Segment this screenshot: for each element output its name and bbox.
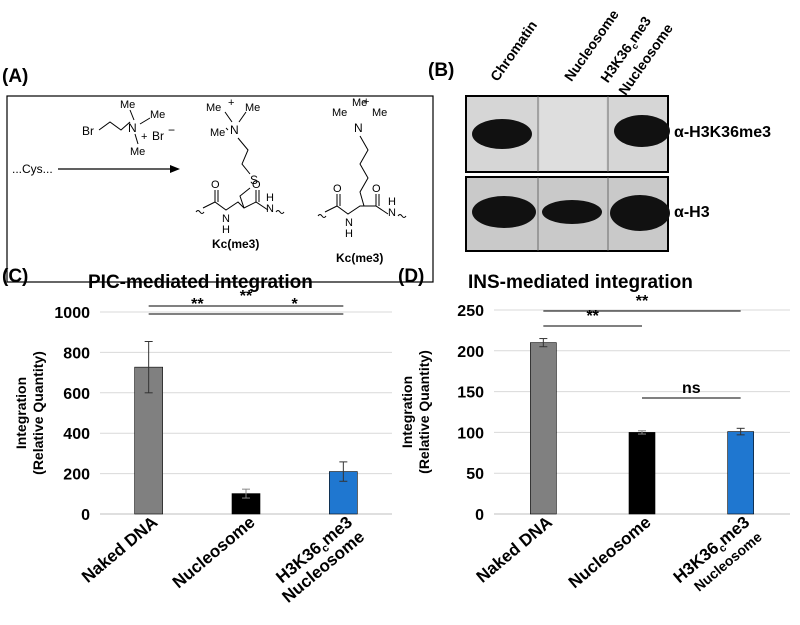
reagent-me-top: Me — [120, 99, 135, 111]
svg-text:+: + — [228, 97, 234, 109]
y-axis-label-line1: Integration — [13, 377, 29, 449]
product-2-structure: Me Me + Me N O O N H N H — [317, 96, 407, 240]
svg-text:Naked DNA: Naked DNA — [473, 513, 556, 587]
significance-label: ** — [191, 296, 204, 313]
y-tick-label: 800 — [63, 345, 90, 362]
antibody-label-h3k36me3: α-H3K36me3 — [674, 124, 771, 141]
svg-text:N: N — [230, 123, 239, 137]
y-tick-label: 250 — [457, 303, 484, 320]
significance-label: ** — [636, 293, 649, 310]
significance-label: ** — [240, 290, 253, 305]
band-chromatin-h3k36me3 — [472, 119, 532, 149]
svg-text:O: O — [372, 183, 381, 195]
band-h3k36cme3-h3 — [610, 195, 670, 231]
x-tick-label: Nucleosome — [169, 513, 259, 593]
bar — [530, 342, 557, 515]
significance-label: * — [292, 296, 299, 313]
panel-letter-d: (D) — [398, 266, 425, 287]
y-tick-label: 150 — [457, 385, 484, 402]
reagent-br-counter: Br — [152, 129, 164, 143]
reagent-br: Br — [82, 124, 94, 138]
svg-text:Me: Me — [372, 107, 387, 119]
x-tick-label: Nucleosome — [565, 513, 655, 593]
panel-letter-a: (A) — [2, 66, 29, 87]
band-chromatin-h3 — [472, 196, 536, 228]
svg-text:Me: Me — [210, 127, 225, 139]
svg-text:N: N — [388, 207, 396, 219]
svg-text:S: S — [250, 173, 258, 187]
reagent-minus: − — [168, 123, 175, 137]
svg-text:N: N — [354, 121, 363, 135]
svg-text:+: + — [363, 96, 369, 108]
significance-label: ** — [586, 308, 599, 325]
reagent-n: N — [128, 121, 137, 135]
y-tick-label: 200 — [63, 467, 90, 484]
svg-text:O: O — [252, 179, 261, 191]
product-1-label: Kc(me3) — [212, 237, 259, 251]
y-tick-label: 1000 — [54, 305, 90, 322]
antibody-label-h3: α-H3 — [674, 204, 710, 221]
cys-label: ...Cys... — [12, 162, 53, 176]
svg-text:N: N — [266, 203, 274, 215]
y-tick-label: 600 — [63, 386, 90, 403]
svg-text:O: O — [333, 183, 342, 195]
y-tick-label: 200 — [457, 344, 484, 361]
panel-letter-c: (C) — [2, 266, 29, 287]
svg-text:O: O — [211, 179, 220, 191]
svg-text:Nucleosome: Nucleosome — [169, 513, 259, 593]
y-tick-label: 50 — [466, 466, 484, 483]
y-axis-label-line1: Integration — [400, 376, 415, 448]
bar — [727, 431, 754, 515]
bar — [628, 432, 656, 515]
product-1-structure: Me Me + Me N S O O N H N H — [195, 97, 285, 236]
svg-text:N: N — [222, 213, 230, 225]
significance-label: ns — [682, 380, 701, 397]
x-tick-label: Naked DNA — [78, 513, 161, 587]
chart-c-title: PIC-mediated integration — [88, 272, 313, 293]
svg-text:N: N — [345, 217, 353, 229]
y-axis-label-line2: (Relative Quantity) — [30, 351, 46, 475]
band-nucleosome-h3 — [542, 200, 602, 224]
panel-letter-b: (B) — [428, 60, 455, 81]
y-axis-label-line2: (Relative Quantity) — [416, 350, 432, 474]
reaction-arrowhead — [170, 165, 180, 173]
x-tick-label: Naked DNA — [473, 513, 556, 587]
svg-text:Naked DNA: Naked DNA — [78, 513, 161, 587]
y-tick-label: 100 — [457, 425, 484, 442]
reagent-me-bottom: Me — [130, 146, 145, 158]
svg-text:Me: Me — [352, 97, 367, 109]
y-tick-label: 0 — [475, 507, 484, 524]
svg-text:H: H — [222, 224, 230, 236]
reagent-me-right: Me — [150, 109, 165, 121]
band-h3k36cme3-h3k36me3 — [614, 115, 670, 147]
y-tick-label: 400 — [63, 426, 90, 443]
svg-text:Me: Me — [206, 102, 221, 114]
y-tick-label: 0 — [81, 507, 90, 524]
svg-text:H: H — [345, 228, 353, 240]
svg-text:H: H — [388, 196, 396, 208]
reagent-plus: + — [141, 131, 147, 143]
svg-text:Me: Me — [245, 102, 260, 114]
product-2-label: Kc(me3) — [336, 251, 383, 265]
chart-d-title: INS-mediated integration — [468, 272, 693, 293]
svg-text:Nucleosome: Nucleosome — [565, 513, 655, 593]
reagent-chain — [98, 121, 131, 131]
svg-text:H: H — [266, 192, 274, 204]
svg-text:Me: Me — [332, 107, 347, 119]
